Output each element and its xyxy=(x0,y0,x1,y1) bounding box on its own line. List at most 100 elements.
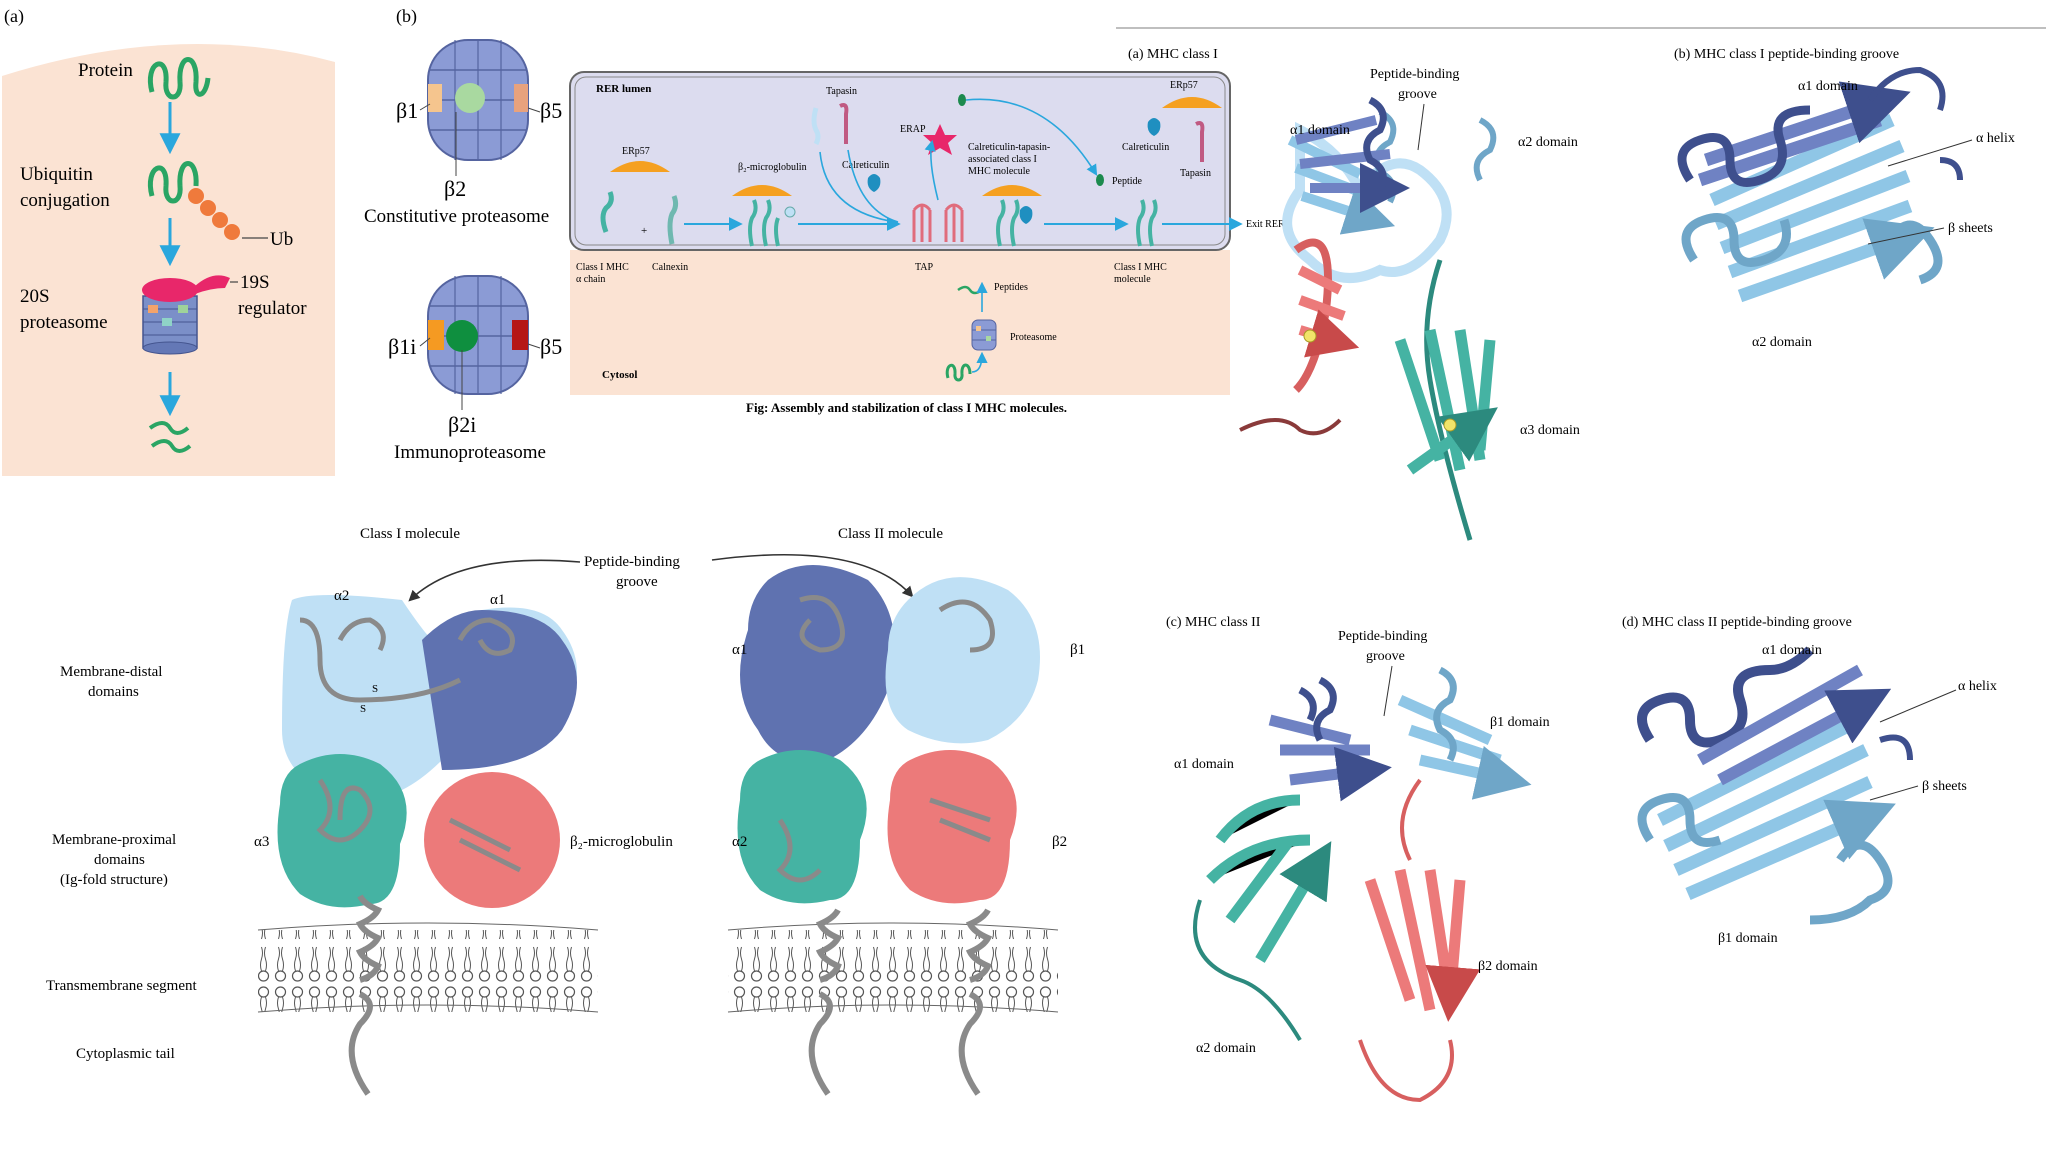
struct-b-sheets-leader xyxy=(1867,227,1945,245)
beta5-leader xyxy=(527,107,541,113)
beta5-bottom-label: β5 xyxy=(540,334,562,359)
peptide-dot-icon xyxy=(958,94,966,106)
tapasin-right-label: Tapasin xyxy=(1180,168,1211,179)
struct-d-helix-leader xyxy=(1879,689,1957,723)
struct-a-a2-label: α2 domain xyxy=(1518,135,1578,150)
beta2-label: β2 xyxy=(444,176,466,201)
ub-label: Ub xyxy=(270,229,293,250)
mhc-ribbon-structures-panel: (a) MHC class I Peptide-binding groove α… xyxy=(1116,27,2046,1103)
class-i-cytoplasmic-tail xyxy=(348,991,373,1096)
proteasome-barrel-icon xyxy=(142,275,230,355)
assembly-caption: Fig: Assembly and stabilization of class… xyxy=(746,400,1067,415)
struct-c-groove-1: Peptide-binding xyxy=(1338,629,1427,644)
class-ii-title: Class II molecule xyxy=(838,526,943,542)
class-ii-beta1-domain xyxy=(885,577,1040,744)
proximal-label-3: (Ig-fold structure) xyxy=(60,872,168,888)
calnexin-label: Calnexin xyxy=(652,262,688,273)
peptide-fragments-icon xyxy=(148,421,192,453)
class-i-alpha1-label: α1 xyxy=(490,592,505,608)
struct-d-a1-label: α1 domain xyxy=(1762,643,1822,658)
class-ii-cytoplasmic-tails xyxy=(808,991,983,1096)
cytosol-proteasome-label: Proteasome xyxy=(1010,332,1057,343)
transmembrane-label: Transmembrane segment xyxy=(46,978,197,994)
calreticulin-right-icon xyxy=(1147,118,1161,136)
cytosol-label: Cytosol xyxy=(602,369,637,381)
class-i-backbone xyxy=(299,617,522,873)
struct-c-title: (c) MHC class II xyxy=(1166,615,1261,630)
cytosol-proteasome-icon xyxy=(971,319,997,351)
struct-c-b2-label: β2 domain xyxy=(1478,959,1538,974)
class-ii-groove-ribbon-icon xyxy=(1637,646,1910,925)
tap-to-erap-arrow xyxy=(924,139,939,201)
mhc-label-1: Class I MHC xyxy=(1114,262,1167,273)
struct-d-sheets-leader xyxy=(1869,785,1919,801)
constitutive-proteasome-icon xyxy=(427,39,529,161)
alpha-chain-icon xyxy=(600,191,614,233)
struct-b-helix-label: α helix xyxy=(1976,131,2015,146)
beta1i-leader xyxy=(419,337,431,347)
loading-complex-icon xyxy=(996,199,1020,247)
class-ii-alpha1-label: α1 xyxy=(732,642,747,658)
alpha3-domain xyxy=(277,754,407,908)
class-i-title: Class I molecule xyxy=(360,526,460,542)
protein-label: Protein xyxy=(78,60,133,81)
alpha-chain-label-1: Class I MHC xyxy=(576,262,629,273)
rer-lumen-label: RER lumen xyxy=(596,83,651,95)
struct-a-a3-label: α3 domain xyxy=(1520,423,1580,438)
protein-coil-icon xyxy=(148,57,211,100)
class-ii-alpha-tm-helix xyxy=(815,908,843,983)
class-i-ribbon-icon xyxy=(1239,96,1493,541)
struct-a-groove-1: Peptide-binding xyxy=(1370,67,1459,82)
struct-a-a1-label: α1 domain xyxy=(1290,123,1350,138)
ubiquitin-label-1: Ubiquitin xyxy=(20,164,93,185)
tapasin-right-icon xyxy=(1195,121,1205,162)
struct-b-a2-label: α2 domain xyxy=(1752,335,1812,350)
tapasin-top-label: Tapasin xyxy=(826,86,857,97)
struct-d-sheets-label: β sheets xyxy=(1922,779,1967,794)
class-i-alpha2-label: α2 xyxy=(334,588,349,604)
beta1-label: β1 xyxy=(396,98,418,123)
class-ii-ribbon-icon xyxy=(1193,666,1510,1103)
alpha-chain-label-2: α chain xyxy=(576,274,605,285)
mhc-schematic-panel: Class I molecule Class II molecule Pepti… xyxy=(46,526,1085,1096)
groove-arrow-class-ii xyxy=(711,553,914,598)
peptide-transfer-arrow xyxy=(965,98,1098,176)
tagged-protein-coil-icon xyxy=(148,161,199,204)
struct-b-helix-leader xyxy=(1887,139,1973,167)
calreticulin-bound-icon xyxy=(1019,206,1033,224)
class-i-b2m-label: β₂-microglobulin xyxy=(570,834,673,850)
proximal-label-2: domains xyxy=(94,852,145,868)
struct-a-title: (a) MHC class I xyxy=(1128,47,1218,62)
erap-label: ERAP xyxy=(900,124,926,135)
struct-c-groove-leader xyxy=(1383,665,1393,717)
ubiquitin-chain-icon xyxy=(188,188,240,240)
erp57-bound-icon xyxy=(732,185,792,196)
struct-b-sheets-label: β sheets xyxy=(1948,221,1993,236)
complex-label-1: Calreticulin-tapasin- xyxy=(968,142,1050,153)
beta1i-label: β1i xyxy=(388,334,416,359)
struct-b-title: (b) MHC class I peptide-binding groove xyxy=(1674,47,1899,62)
cytosol-background xyxy=(570,250,1230,395)
beta1-leader xyxy=(419,103,431,111)
beta5-bottom-leader xyxy=(527,343,541,349)
distal-label-2: domains xyxy=(88,684,139,700)
regulator-label-1: 19S xyxy=(240,272,270,293)
tapasin-left-icon xyxy=(811,107,821,146)
panel-a-letter: (a) xyxy=(4,6,24,27)
b2m-label: β₂-microglobulin xyxy=(738,162,807,173)
peptide-label: Peptide xyxy=(1112,176,1143,187)
proteasome-label-2: proteasome xyxy=(20,312,108,333)
erp57-left-label: ERp57 xyxy=(622,146,650,157)
struct-a-groove-2: groove xyxy=(1398,87,1437,102)
cytosol-protein-icon xyxy=(945,363,972,382)
complex-label-2: associated class I xyxy=(968,154,1037,165)
struct-d-b1-label: β1 domain xyxy=(1718,931,1778,946)
rer-membrane-inner xyxy=(574,76,1226,246)
erp57-left-icon xyxy=(610,161,670,172)
constitutive-proteasome-label: Constitutive proteasome xyxy=(364,206,549,227)
groove-label-2: groove xyxy=(616,574,658,590)
class-ii-beta2-label: β2 xyxy=(1052,834,1067,850)
class-i-assembly-panel: RER lumen Cytosol ERp57 + Class I MHC α … xyxy=(569,71,1285,415)
struct-c-groove-2: groove xyxy=(1366,649,1405,664)
